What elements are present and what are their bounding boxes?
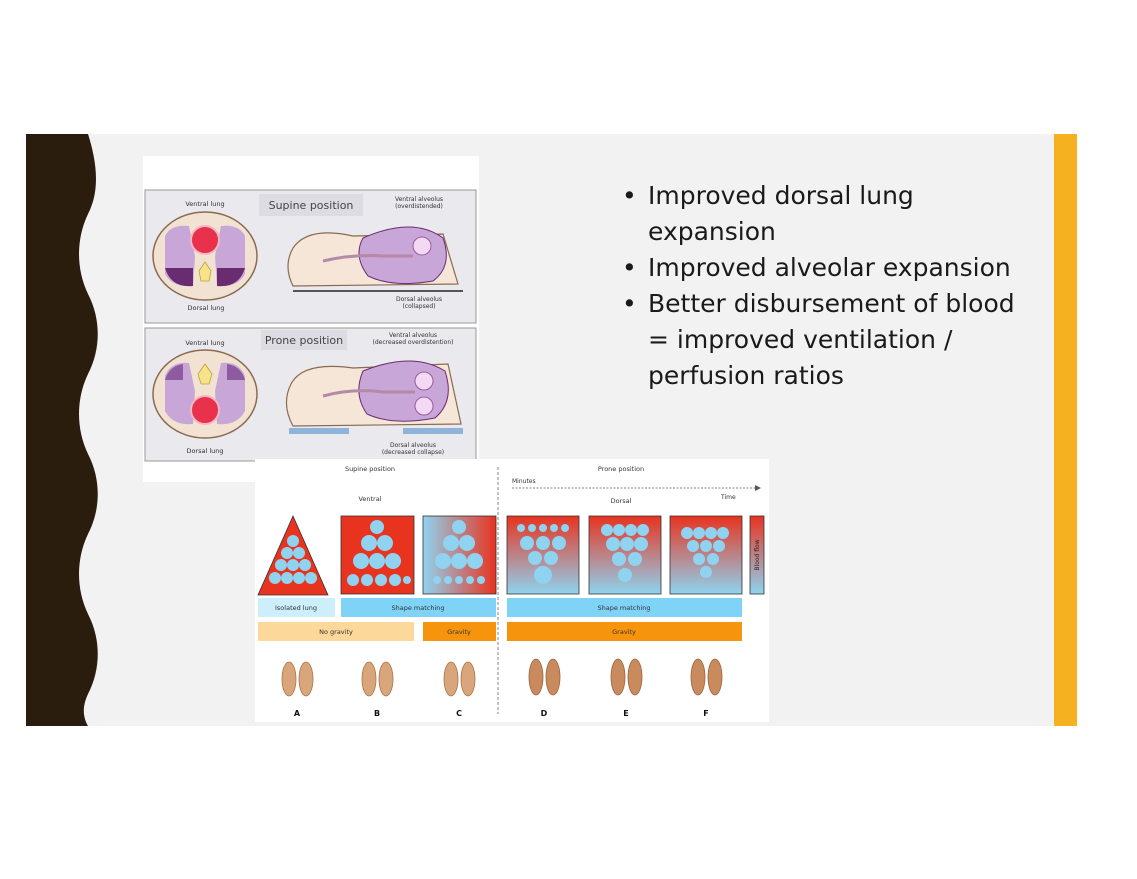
supine-title: Supine position	[269, 199, 354, 212]
panel-c-gravity	[422, 515, 497, 595]
panel-d-shape-matching	[506, 515, 580, 595]
prone-alveolus-top-1: Ventral alveolus	[389, 332, 437, 339]
feet-icon-f	[690, 658, 723, 696]
prone-head-profile-icon	[285, 360, 463, 434]
panel-a-isolated-lung	[257, 515, 329, 596]
feet-icon-c	[443, 661, 476, 697]
bullet-item: Improved dorsal lung expansion	[622, 178, 1042, 250]
prone-alveolus-bottom-1: Dorsal alveolus	[390, 442, 436, 449]
supine-ventral-lung-label: Ventral lung	[185, 200, 224, 208]
shape-matching-label-right: Shape matching	[597, 604, 650, 612]
letter-e: E	[623, 709, 628, 718]
gravity-label-right: Gravity	[612, 628, 636, 636]
prone-alveolus-bottom-2: (decreased collapse)	[382, 449, 444, 456]
ventral-label: Ventral	[358, 495, 381, 503]
supine-alveolus-bottom-1: Dorsal alveolus	[396, 296, 442, 303]
bullet-list: Improved dorsal lung expansion Improved …	[622, 178, 1042, 394]
letter-d: D	[541, 709, 548, 718]
gravity-label-left: Gravity	[447, 628, 471, 636]
supine-alveolus-bottom-2: (collapsed)	[402, 303, 435, 310]
feet-icon-d	[528, 658, 561, 696]
letter-a: A	[294, 709, 301, 718]
supine-alveolus-top-1: Ventral alveolus	[395, 196, 443, 203]
letter-f: F	[703, 709, 708, 718]
shape-matching-label-left: Shape matching	[391, 604, 444, 612]
prone-alveolus-top-2: (decreased overdistention)	[373, 339, 454, 346]
prone-ventral-lung-label: Ventral lung	[185, 339, 224, 347]
supine-dorsal-lung-label: Dorsal lung	[187, 304, 224, 312]
slide: Improved dorsal lung expansion Improved …	[26, 134, 1077, 726]
feet-icon-e	[610, 658, 643, 696]
isolated-lung-bar	[258, 598, 335, 617]
lung-position-diagram: Supine position Ventral lung Dorsal lung…	[143, 156, 479, 482]
panel-b-shape-matching	[340, 515, 415, 595]
feet-icon-b	[361, 661, 394, 697]
isolated-lung-label: Isolated lung	[275, 604, 317, 612]
panel-e-shape-matching	[588, 515, 662, 595]
left-decorative-band	[26, 134, 98, 726]
gravity-bar-left	[423, 622, 496, 641]
supine-position-title: Supine position	[345, 465, 395, 473]
supine-thorax-icon	[152, 211, 258, 301]
prone-position-title: Prone position	[598, 465, 644, 473]
prone-dorsal-lung-label: Dorsal lung	[186, 447, 223, 455]
prone-title: Prone position	[265, 334, 343, 347]
panel-f-shape-matching	[669, 515, 743, 595]
shape-matching-diagram: Supine position Prone position Minutes T…	[255, 459, 769, 722]
feet-icon-a	[281, 661, 314, 697]
shape-matching-bar-right	[507, 598, 742, 617]
prone-thorax-icon	[152, 349, 258, 439]
time-label: Time	[720, 494, 736, 501]
gravity-bar-right	[507, 622, 742, 641]
right-accent-bar	[1054, 134, 1077, 726]
bullet-item: Improved alveolar expansion	[622, 250, 1042, 286]
blood-flow-label: Blood flow	[754, 539, 761, 570]
supine-alveolus-top-2: (overdistended)	[395, 203, 443, 210]
bullet-item: Better disbursement of blood = improved …	[622, 286, 1042, 394]
wavy-band-shape	[26, 134, 98, 726]
dorsal-label: Dorsal	[611, 497, 632, 505]
supine-head-profile-icon	[287, 226, 463, 292]
shape-matching-bar-left	[341, 598, 496, 617]
letter-b: B	[374, 709, 380, 718]
blood-flow-bar: Blood flow	[749, 515, 765, 595]
no-gravity-label: No gravity	[319, 628, 353, 636]
no-gravity-bar	[258, 622, 414, 641]
minutes-label: Minutes	[512, 478, 536, 485]
letter-c: C	[456, 709, 462, 718]
